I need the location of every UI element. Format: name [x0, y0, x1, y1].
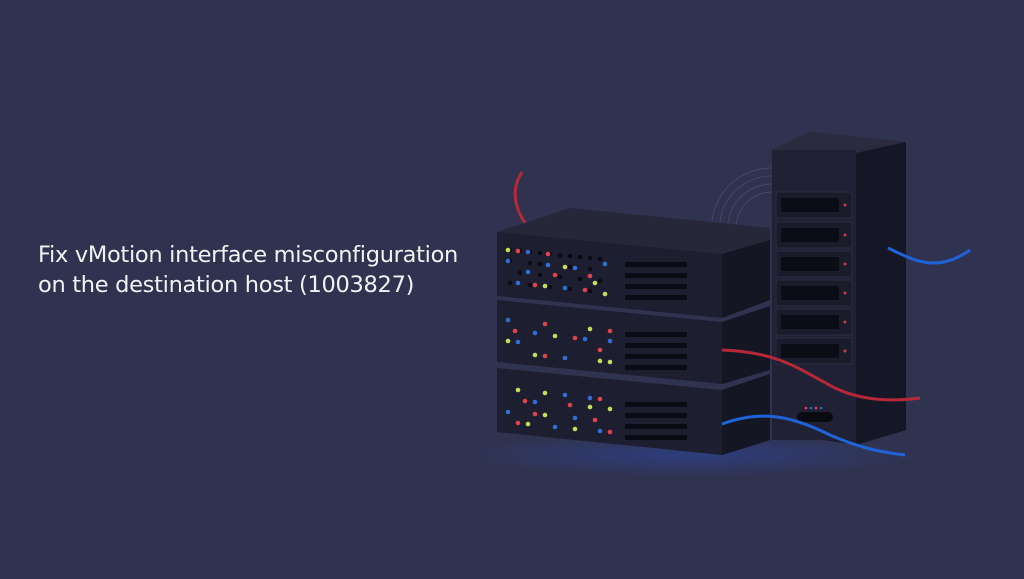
rack-server-top: [497, 208, 770, 318]
page-title: Fix vMotion interface misconfiguration o…: [38, 240, 458, 300]
red-cable: [721, 348, 921, 402]
red-cable: [513, 171, 530, 228]
blue-cable: [721, 414, 906, 457]
wifi-signal-icon: [711, 167, 773, 227]
tower-server: [772, 132, 906, 445]
blue-cable: [887, 246, 971, 265]
status-leds: [505, 247, 613, 435]
floor-glow: [460, 433, 920, 477]
title-line-2: on the destination host (1003827): [38, 272, 415, 298]
rack-server-middle: [497, 300, 770, 384]
rack-server-bottom: [497, 368, 770, 455]
title-line-1: Fix vMotion interface misconfiguration: [38, 242, 459, 268]
